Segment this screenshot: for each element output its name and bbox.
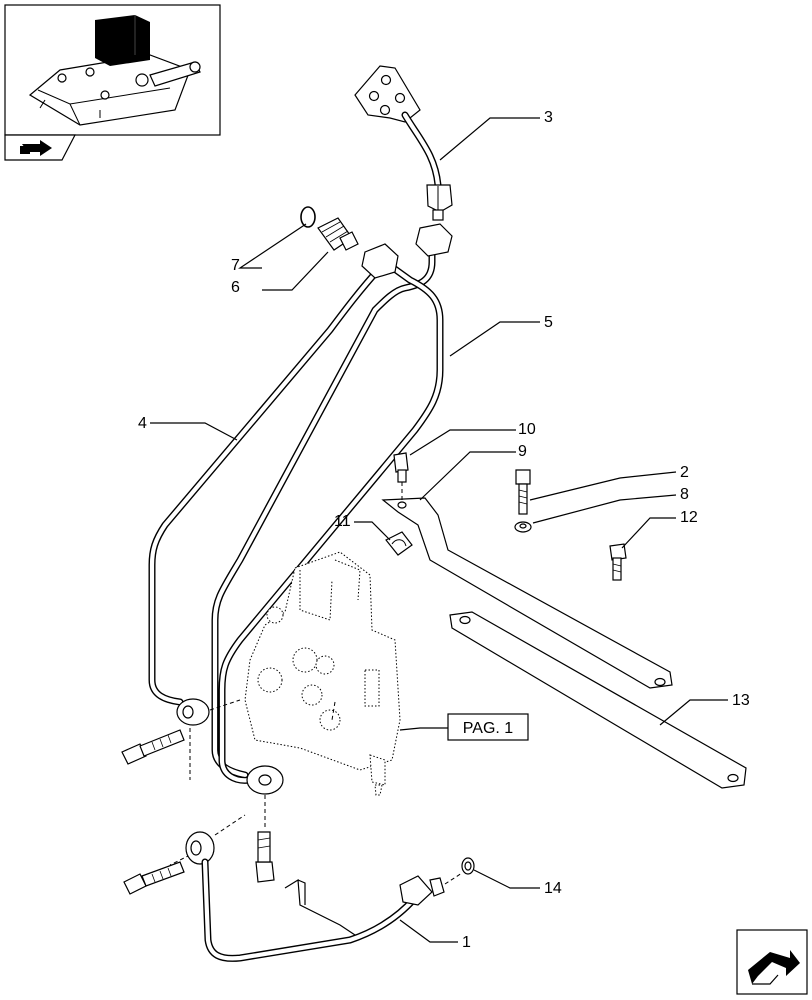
part-1-lower-pipe (185, 831, 445, 962)
part-10-screw (393, 452, 409, 500)
callout-10: 10 (518, 421, 536, 438)
banjo-fitting-lower (246, 765, 284, 795)
part-11-clip (385, 531, 413, 556)
callout-3: 3 (544, 109, 553, 126)
callout-13: 13 (732, 692, 750, 709)
control-valve-block (244, 551, 401, 796)
leader-lines (150, 117, 728, 943)
part-12-bolt (609, 543, 627, 581)
part-13-strap (449, 611, 747, 789)
callout-6: 6 (231, 279, 240, 296)
next-page-arrow-icon[interactable] (736, 929, 808, 995)
part-4-left-pipe (148, 243, 399, 706)
callout-4: 4 (138, 415, 147, 432)
callout-9: 9 (518, 443, 527, 460)
callout-2: 2 (680, 464, 689, 481)
callout-5: 5 (544, 314, 553, 331)
back-arrow-icon[interactable] (4, 134, 76, 161)
part-14-seal (461, 857, 475, 875)
banjo-bolt-lower (255, 831, 275, 883)
callout-7: 7 (231, 257, 240, 274)
part-2-bolt (515, 469, 531, 515)
part-7-o-ring (300, 206, 316, 228)
part-8-washer (514, 521, 532, 533)
assembly-thumbnail-icon[interactable] (4, 4, 221, 136)
part-4-pipe (218, 258, 444, 784)
page-reference-label: PAG. 1 (463, 720, 513, 737)
lower-bolt-left (123, 861, 185, 895)
banjo-fitting-upper (176, 698, 210, 726)
part-3-upper-pipe (354, 65, 453, 221)
callout-12: 12 (680, 509, 698, 526)
part-9-bracket (381, 497, 673, 689)
banjo-bolt-upper (121, 729, 185, 765)
callout-8: 8 (680, 486, 689, 503)
part-6-adaptor (317, 217, 359, 251)
callout-11: 11 (334, 513, 351, 530)
page-reference-box[interactable]: PAG. 1 (447, 713, 529, 741)
callout-1: 1 (462, 934, 471, 951)
callout-14: 14 (544, 880, 562, 897)
